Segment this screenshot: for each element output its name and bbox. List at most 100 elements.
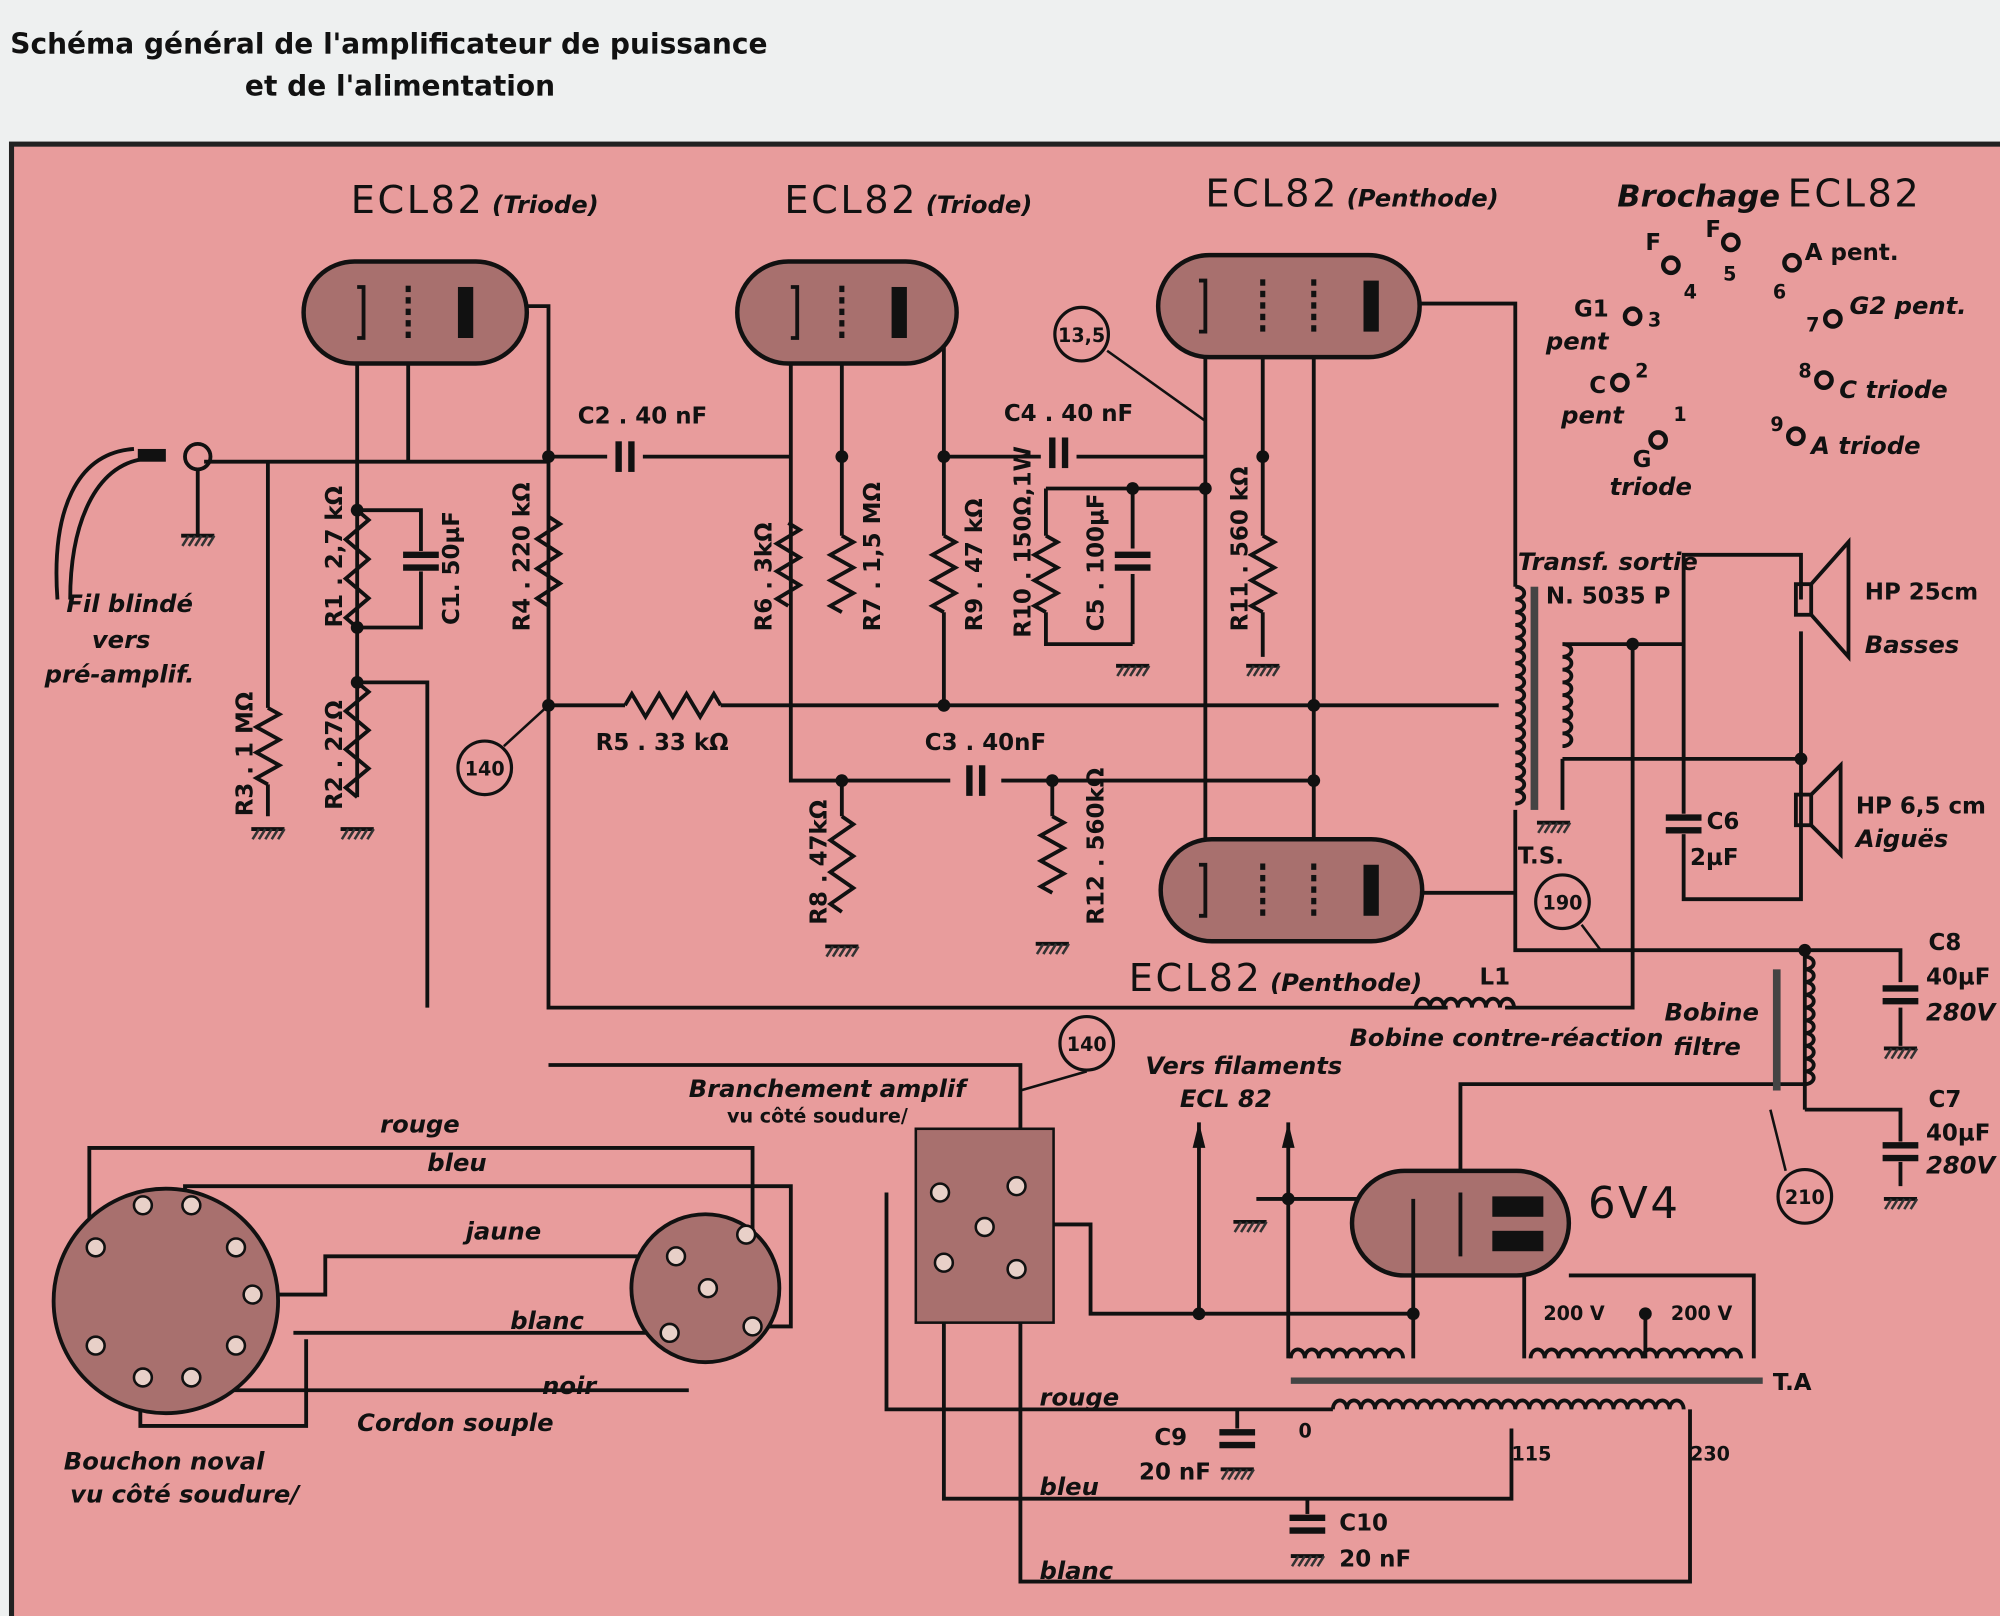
label-w_blanc: blanc <box>510 1307 584 1335</box>
label-v200a: 200 V <box>1543 1302 1605 1325</box>
tube1-name: ECL82 <box>351 178 485 223</box>
components <box>54 437 1921 1567</box>
filament-winding <box>1288 1347 1405 1359</box>
resistor-r4 <box>533 514 564 608</box>
grid-icon <box>1311 279 1317 286</box>
capacitor-c3 <box>957 765 994 796</box>
capacitor-c8 <box>1880 984 1921 1006</box>
label-ba1: Branchement amplif <box>689 1075 969 1103</box>
capacitor-c6 <box>1663 813 1705 835</box>
noval-pin <box>181 1195 202 1216</box>
tube2-type: (Triode) <box>926 191 1033 219</box>
tube4-name: ECL82 <box>1129 956 1263 1001</box>
junction-dot <box>1307 698 1321 712</box>
label-c8b: 40µF <box>1926 965 1990 991</box>
label-c2: C2 . 40 nF <box>578 403 707 429</box>
grid-icon <box>1260 302 1266 309</box>
tag-v140a <box>456 739 514 797</box>
tag-leader-line <box>1106 349 1207 422</box>
pin-sublabel: pent <box>1560 401 1625 429</box>
tag-leader-line <box>502 704 550 748</box>
label-c10a: C10 <box>1339 1511 1388 1537</box>
capacitor-c5 <box>1112 550 1154 572</box>
label-c5: C5 . 100µF <box>1083 493 1109 631</box>
tube3-type: (Penthode) <box>1347 185 1499 213</box>
label-r10: R10 . 150Ω,1W <box>1011 446 1037 638</box>
mains-primary <box>1330 1398 1686 1410</box>
label-hp2a: HP 6,5 cm <box>1856 794 1986 820</box>
tube-electrodes <box>357 278 1544 1276</box>
pin-7 <box>1822 308 1843 329</box>
cathode-icon <box>357 285 366 340</box>
label-r1: R1 . 2,7 kΩ <box>322 486 348 628</box>
label-w_bleu: bleu <box>427 1149 486 1177</box>
anode-icon <box>1492 1230 1544 1252</box>
label-r7: R7 . 1,5 MΩ <box>860 482 886 631</box>
grid-icon <box>839 285 845 293</box>
noval-pin <box>225 1335 247 1356</box>
label-c7a: C7 <box>1929 1087 1962 1113</box>
label-w_noir: noir <box>542 1372 598 1400</box>
pin-label: A pent. <box>1805 240 1899 266</box>
pin-number: 4 <box>1684 280 1697 303</box>
label-w_rouge: rouge <box>380 1111 460 1139</box>
label-c9b: 20 nF <box>1139 1460 1211 1486</box>
resistor-r12 <box>1036 814 1068 895</box>
arrow-up-icon <box>1281 1122 1295 1148</box>
junction-dot <box>937 698 951 712</box>
junction-dot <box>835 450 849 463</box>
feedback-coil-l1 <box>1413 996 1516 1008</box>
tube-ecl82-triode-2 <box>735 259 959 366</box>
label-c6b: 2µF <box>1690 845 1739 871</box>
pin-1 <box>1648 430 1669 450</box>
anode-icon <box>1492 1196 1544 1217</box>
label-c7c: 280V <box>1926 1151 1998 1179</box>
pin-number: 3 <box>1648 309 1661 332</box>
pin-number: 5 <box>1723 263 1736 286</box>
cord-pin <box>665 1246 687 1267</box>
label-fil2: vers <box>92 626 151 654</box>
noval-pin <box>242 1284 263 1305</box>
junction-dot <box>1639 1307 1652 1321</box>
capacitor-c7 <box>1880 1141 1921 1162</box>
label-c9a: C9 <box>1154 1425 1187 1451</box>
label-w2_blanc: blanc <box>1040 1557 1114 1585</box>
socket-pin <box>933 1252 955 1273</box>
pin-label: F <box>1705 217 1721 243</box>
label-fil3: pré-amplif. <box>44 660 195 688</box>
output-transformer-secondary <box>1562 642 1574 749</box>
junction-dot <box>835 774 849 787</box>
label-hp2b: Aiguës <box>1854 825 1948 853</box>
junction-dot <box>1281 1192 1295 1206</box>
resistor-r6 <box>773 521 804 608</box>
noval-pin <box>181 1367 202 1388</box>
resistor-r8 <box>827 814 857 914</box>
label-r8: R8 . 47kΩ <box>807 800 833 925</box>
ground-icon <box>1233 1219 1268 1233</box>
pin-3 <box>1622 306 1643 327</box>
pin-label: A triode <box>1809 432 1920 460</box>
capacitor-c2 <box>607 441 643 472</box>
filter-choke <box>1804 954 1816 1087</box>
grid-icon <box>1311 302 1317 309</box>
pin-sublabel: triode <box>1610 473 1692 501</box>
grid-icon <box>839 308 845 316</box>
ground-icon <box>1246 663 1281 677</box>
ground-icon <box>1536 820 1572 834</box>
pin-number: 8 <box>1798 360 1811 383</box>
cord-pin <box>659 1322 680 1344</box>
noval-pin <box>85 1237 106 1258</box>
label-c1: C1. 50µF <box>439 511 465 625</box>
woofer-icon <box>1793 537 1851 662</box>
grid-icon <box>1311 313 1317 321</box>
schematic-panel <box>8 141 2000 1616</box>
capacitor-c4 <box>1040 437 1077 469</box>
tag-v190 <box>1534 873 1591 931</box>
tube-ecl82-triode-1 <box>301 259 530 366</box>
junction-dot <box>1406 1307 1420 1321</box>
junction-dot <box>1192 1307 1206 1321</box>
grid-icon <box>1260 863 1266 870</box>
capacitor-c9 <box>1216 1428 1258 1449</box>
